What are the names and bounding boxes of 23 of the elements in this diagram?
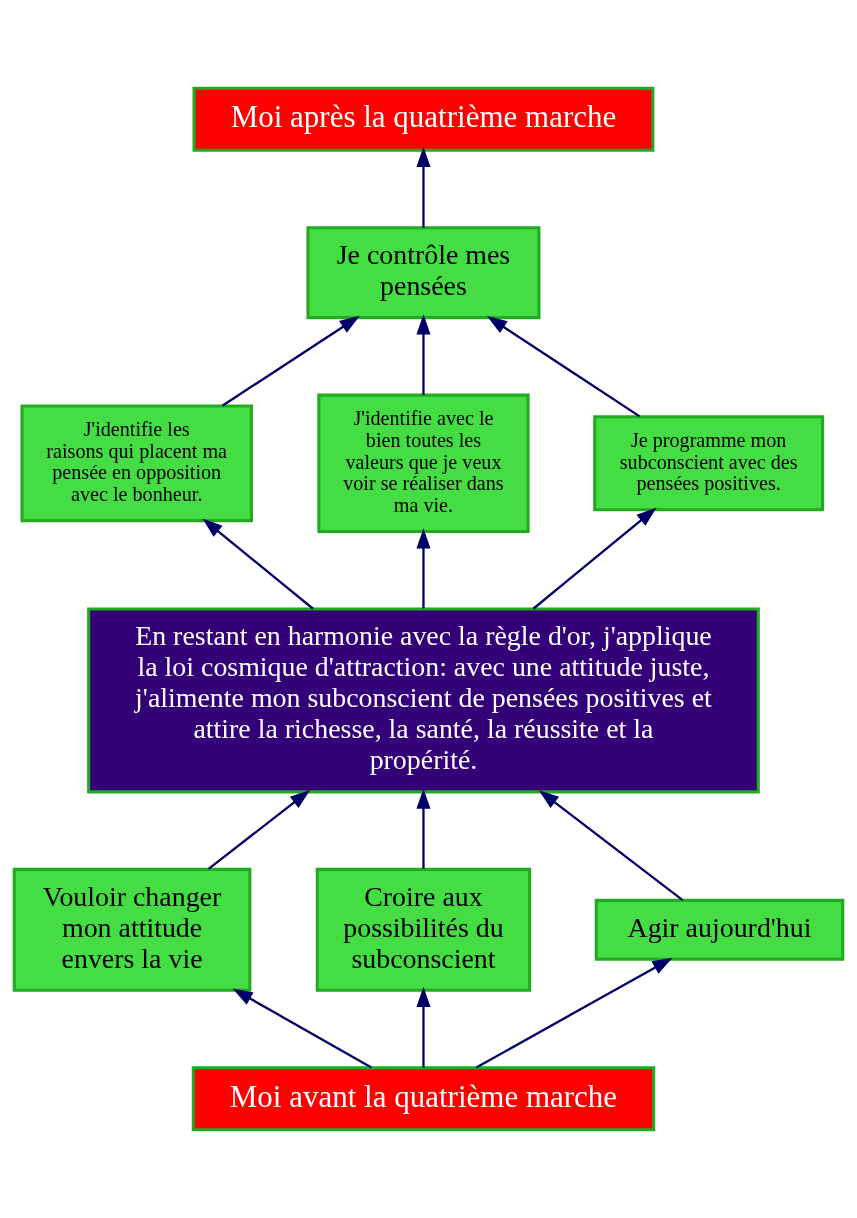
node-box: Agir aujourd'hui (594, 898, 845, 961)
node-box: Moi avant la quatrième marche (191, 1066, 656, 1132)
arrow (202, 518, 314, 610)
node-box: En restant en harmonie avec la règle d'or, j'applique la loi cosmique d'attraction: avec une attitude juste, j'alimente mon subconscient de pensées positives et attire la richesse, la santé, la réussite et la propérité. (87, 607, 760, 794)
arrow (538, 790, 684, 901)
arrow (232, 988, 372, 1069)
arrow (486, 315, 641, 418)
node-box: Je programme mon subconscient avec des pensées positives. (593, 415, 825, 512)
node-box: Je contrôle mes pensées (306, 226, 541, 320)
arrow (416, 528, 431, 609)
arrow (416, 314, 431, 396)
arrow (475, 957, 673, 1069)
arrow (207, 790, 311, 870)
arrow (532, 507, 657, 610)
node-box: Moi après la quatrième marche (192, 86, 655, 152)
node-box: Croire aux possibilités du subconscient (315, 867, 532, 992)
arrow (416, 146, 431, 228)
arrow (416, 986, 431, 1068)
arrow (416, 788, 431, 869)
node-box: Vouloir changer mon attitude envers la vie (12, 867, 252, 992)
arrow (221, 315, 360, 407)
node-box: J'identifie avec le bien toutes les valeurs que je veux voir se réaliser dans ma vie. (317, 393, 530, 534)
node-box: J'identifie les raisons qui placent ma pensée en opposition avec le bonheur. (20, 404, 253, 523)
